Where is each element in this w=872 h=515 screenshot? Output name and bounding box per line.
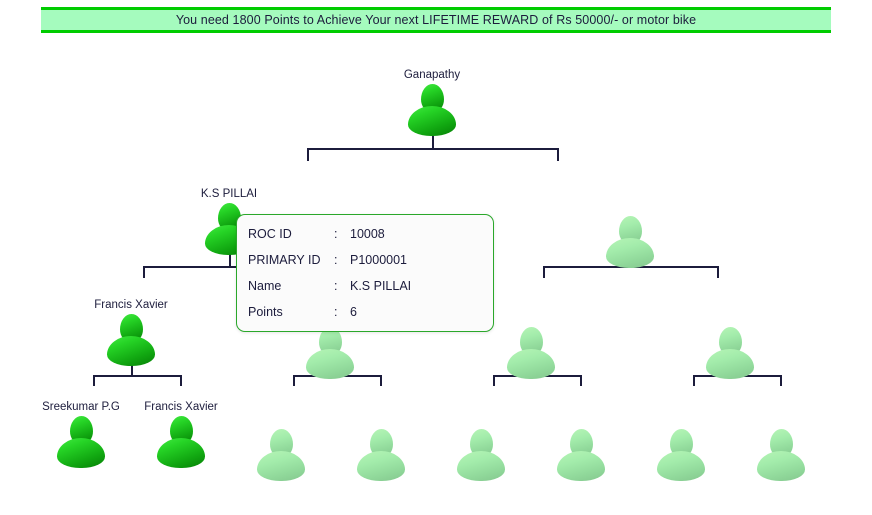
person-icon-body xyxy=(107,336,155,366)
tree-node[interactable] xyxy=(238,413,324,481)
info-colon: : xyxy=(334,279,338,293)
person-icon-body xyxy=(408,106,456,136)
info-key-points: Points xyxy=(248,305,283,319)
tree-node[interactable] xyxy=(488,311,574,379)
reward-banner: You need 1800 Points to Achieve Your nex… xyxy=(41,7,831,33)
person-icon[interactable] xyxy=(404,84,460,136)
person-icon-body xyxy=(657,451,705,481)
tree-node[interactable] xyxy=(338,413,424,481)
info-value-roc-id: 10008 xyxy=(350,227,385,241)
tree-node[interactable] xyxy=(287,311,373,379)
tree-node-label: Ganapathy xyxy=(403,69,461,81)
tree-node[interactable] xyxy=(738,413,824,481)
member-info-card: ROC ID : 10008 PRIMARY ID : P1000001 Nam… xyxy=(236,214,494,332)
person-icon[interactable] xyxy=(153,416,209,468)
tree-node-label xyxy=(687,311,773,325)
tree-node-label xyxy=(438,413,524,427)
info-row: Points : 6 xyxy=(248,305,493,331)
person-icon[interactable] xyxy=(503,327,559,379)
person-icon-body xyxy=(606,238,654,268)
info-colon: : xyxy=(334,253,338,267)
tree-node[interactable]: Ganapathy xyxy=(389,68,475,136)
tree-node-label xyxy=(538,413,624,427)
tree-node-label: Sreekumar P.G xyxy=(42,401,120,413)
info-key-primary-id: PRIMARY ID xyxy=(248,253,321,267)
person-icon-body xyxy=(706,349,754,379)
person-icon-head xyxy=(69,416,93,444)
tree-node[interactable] xyxy=(538,413,624,481)
person-icon-body xyxy=(357,451,405,481)
person-icon-body xyxy=(557,451,605,481)
person-icon-head xyxy=(469,429,493,457)
person-icon-head xyxy=(769,429,793,457)
tree-node[interactable]: Francis Xavier xyxy=(88,298,174,366)
person-icon-body xyxy=(457,451,505,481)
person-icon-body xyxy=(157,438,205,468)
person-icon-head xyxy=(217,203,241,231)
tree-node[interactable] xyxy=(687,311,773,379)
tree-node-label: Francis Xavier xyxy=(144,401,218,413)
tree-node-label: K.S PILLAI xyxy=(200,188,258,200)
info-row: PRIMARY ID : P1000001 xyxy=(248,253,493,279)
tree-node-label xyxy=(587,200,673,214)
info-row: ROC ID : 10008 xyxy=(248,227,493,253)
person-icon[interactable] xyxy=(653,429,709,481)
tree-node-label xyxy=(738,413,824,427)
person-icon-head xyxy=(119,314,143,342)
person-icon-head xyxy=(519,327,543,355)
person-icon[interactable] xyxy=(353,429,409,481)
info-value-points: 6 xyxy=(350,305,357,319)
person-icon-head xyxy=(718,327,742,355)
info-row: Name : K.S PILLAI xyxy=(248,279,493,305)
tree-node-label xyxy=(238,413,324,427)
info-key-name: Name xyxy=(248,279,282,293)
person-icon-body xyxy=(257,451,305,481)
person-icon-head xyxy=(269,429,293,457)
person-icon[interactable] xyxy=(253,429,309,481)
info-value-primary-id: P1000001 xyxy=(350,253,408,267)
person-icon[interactable] xyxy=(53,416,109,468)
tree-connector xyxy=(93,375,182,386)
person-icon-body xyxy=(57,438,105,468)
person-icon-head xyxy=(169,416,193,444)
tree-node-label xyxy=(638,413,724,427)
person-icon[interactable] xyxy=(553,429,609,481)
person-icon-body xyxy=(306,349,354,379)
tree-node-label: Francis Xavier xyxy=(94,299,168,311)
info-colon: : xyxy=(334,227,338,241)
info-value-name: K.S PILLAI xyxy=(350,279,412,293)
person-icon-body xyxy=(757,451,805,481)
tree-node[interactable]: Sreekumar P.G xyxy=(38,400,124,468)
person-icon-head xyxy=(569,429,593,457)
info-colon: : xyxy=(334,305,338,319)
tree-node[interactable] xyxy=(587,200,673,268)
tree-stem xyxy=(131,360,133,376)
tree-node[interactable] xyxy=(638,413,724,481)
tree-node-label xyxy=(338,413,424,427)
reward-banner-text: You need 1800 Points to Achieve Your nex… xyxy=(175,13,697,27)
tree-node[interactable] xyxy=(438,413,524,481)
person-icon-head xyxy=(318,327,342,355)
person-icon[interactable] xyxy=(302,327,358,379)
tree-node[interactable]: Francis Xavier xyxy=(138,400,224,468)
tree-stem xyxy=(432,136,434,149)
person-icon[interactable] xyxy=(453,429,509,481)
person-icon[interactable] xyxy=(103,314,159,366)
info-key-roc-id: ROC ID xyxy=(248,227,292,241)
person-icon-body xyxy=(507,349,555,379)
person-icon[interactable] xyxy=(602,216,658,268)
person-icon[interactable] xyxy=(753,429,809,481)
person-icon-head xyxy=(369,429,393,457)
tree-stem xyxy=(229,248,231,267)
person-icon-head xyxy=(420,84,444,112)
person-icon[interactable] xyxy=(702,327,758,379)
person-icon-head xyxy=(618,216,642,244)
tree-node-label xyxy=(488,311,574,325)
tree-connector xyxy=(307,148,559,161)
person-icon-head xyxy=(669,429,693,457)
